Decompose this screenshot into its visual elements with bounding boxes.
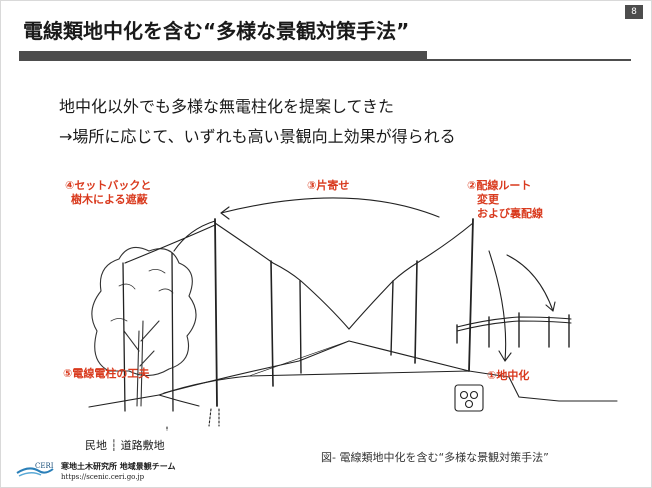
- ground-label: 民地 ┆ 道路敷地: [85, 439, 165, 452]
- route-arrow-1: [488, 250, 507, 362]
- ceri-logo: CERI: [16, 462, 54, 477]
- pole-right-tall: [468, 218, 474, 372]
- route-arrow-2: [506, 254, 554, 312]
- label-route-line1: ②配線ルート: [467, 179, 532, 192]
- slide-title: 電線類地中化を含む“多様な景観対策手法”: [23, 19, 410, 43]
- left-bank: [158, 394, 200, 407]
- pole-mid-right-1: [414, 260, 418, 364]
- label-route-line2: 変更: [477, 193, 499, 206]
- bullet-2: →場所に応じて、いずれも高い景観向上効果が得られる: [59, 127, 456, 146]
- label-chichuka: ①地中化: [487, 369, 530, 382]
- pole-left-tall: [214, 218, 218, 407]
- pole-mid-right-2: [390, 280, 394, 356]
- organization-name: 寒地土木研究所 地域景観チーム: [61, 461, 176, 471]
- footer: CERI 寒地土木研究所 地域景観チーム https://scenic.ceri…: [15, 459, 315, 485]
- tree: [91, 246, 197, 407]
- page-number: 8: [625, 5, 643, 19]
- rear-wires: [456, 316, 572, 332]
- rear-poles: [456, 312, 570, 348]
- wires-center-left: [214, 222, 350, 330]
- label-setback: ④セットバックと 樹木による遮蔽: [65, 179, 151, 207]
- title-bar-block: [19, 51, 427, 61]
- website-url: https://scenic.ceri.go.jp: [61, 473, 145, 481]
- underground-box: [454, 384, 484, 412]
- label-kufu: ⑤電線電柱の工夫: [63, 367, 150, 380]
- logo-text: CERI: [35, 462, 54, 470]
- label-setback-line1: ④セットバックと: [65, 179, 152, 192]
- ground-line: [88, 370, 618, 408]
- label-katayose: ③片寄せ: [307, 179, 350, 192]
- road-center-lines: [248, 340, 470, 377]
- landscape-sketch: [88, 197, 618, 431]
- pole-left-2: [122, 262, 126, 412]
- bullet-1: 地中化以外でも多様な無電柱化を提案してきた: [59, 97, 395, 116]
- title-bar-line: [19, 59, 631, 61]
- pole-mid-left-1: [270, 260, 274, 387]
- pole-left-3: [171, 252, 174, 412]
- label-route: ②配線ルート 変更 および裏配線: [467, 179, 543, 221]
- label-setback-line2: 樹木による遮蔽: [71, 193, 148, 206]
- katayose-arrow: [220, 197, 440, 218]
- wires-center-right: [348, 222, 474, 330]
- pole-mid-left-2: [299, 280, 302, 374]
- label-route-line3: および裏配線: [477, 207, 543, 220]
- pole-left-footing: [208, 408, 220, 427]
- title-underline: [19, 51, 631, 61]
- figure-caption: 図- 電線類地中化を含む“多様な景観対策手法”: [321, 451, 549, 464]
- wires-left: [124, 220, 216, 264]
